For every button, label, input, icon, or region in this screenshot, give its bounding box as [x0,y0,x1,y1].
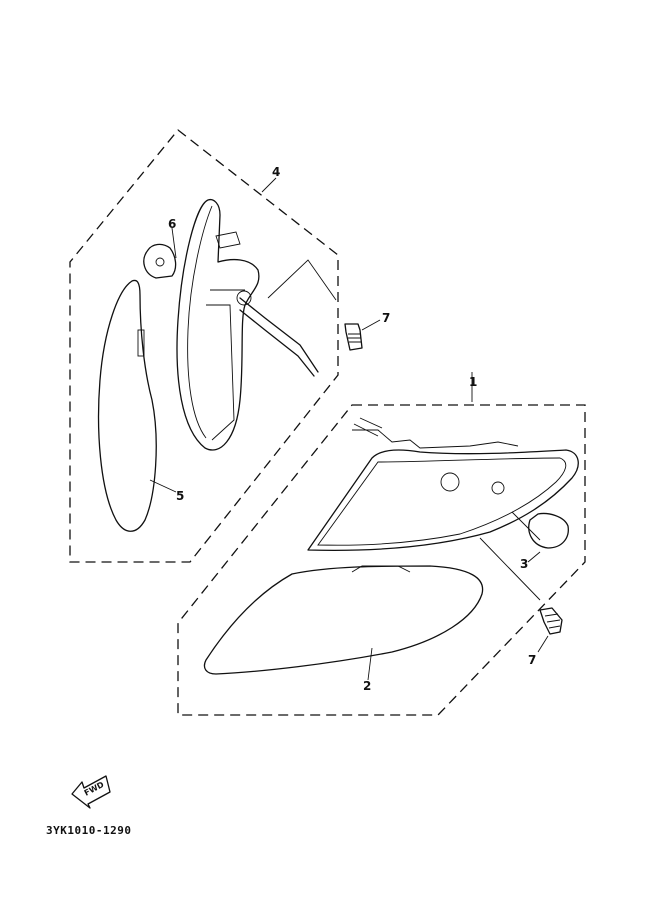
bulb-part-6 [143,243,177,279]
leader-3b [527,551,541,563]
bulb-part-3 [528,512,569,549]
socket-1-hole [491,481,505,495]
lens-2-tab [351,565,411,573]
lens-5-tab [137,329,145,357]
lens-part-5 [97,279,157,532]
callout-4: 4 [272,165,280,179]
leader-4 [261,177,277,193]
leader-2 [367,647,373,681]
callout-6: 6 [168,217,176,231]
leader-7-upper-b [361,319,381,331]
housing-1-top-bracket [352,429,519,449]
diagram-code: 3YK1010-1290 [46,824,131,837]
leader-6 [171,227,177,259]
callout-1: 1 [469,375,477,389]
housing-4-bracket [215,231,241,249]
bulb-6-base [155,257,165,267]
housing-part-1 [307,449,579,552]
socket-wire-4 [239,297,319,377]
callout-7-upper: 7 [382,311,390,325]
leader-3 [479,511,541,601]
leader-7-upper [267,259,337,301]
callout-3: 3 [520,557,528,571]
screw-7-upper-threads [348,333,361,343]
housing-1-wire [353,417,383,437]
socket-4 [236,290,252,306]
housing-part-4 [176,198,260,451]
screw-part-7-upper [344,323,363,351]
fwd-arrow-icon: FWD [71,775,111,809]
housing-4-inner [187,205,213,439]
callout-2: 2 [363,679,371,693]
housing-4-frame [206,289,245,441]
callout-7-lower: 7 [528,653,536,667]
assembly-1-boundary [177,404,586,716]
screw-part-7-lower [539,607,563,635]
screw-7-lower-threads [544,613,561,629]
callout-5: 5 [176,489,184,503]
lens-part-2 [203,565,484,675]
leader-5 [149,479,177,493]
leader-7-lower [537,635,549,653]
socket-1 [440,472,460,492]
assembly-4-boundary [69,129,339,563]
housing-1-inner [317,457,567,546]
